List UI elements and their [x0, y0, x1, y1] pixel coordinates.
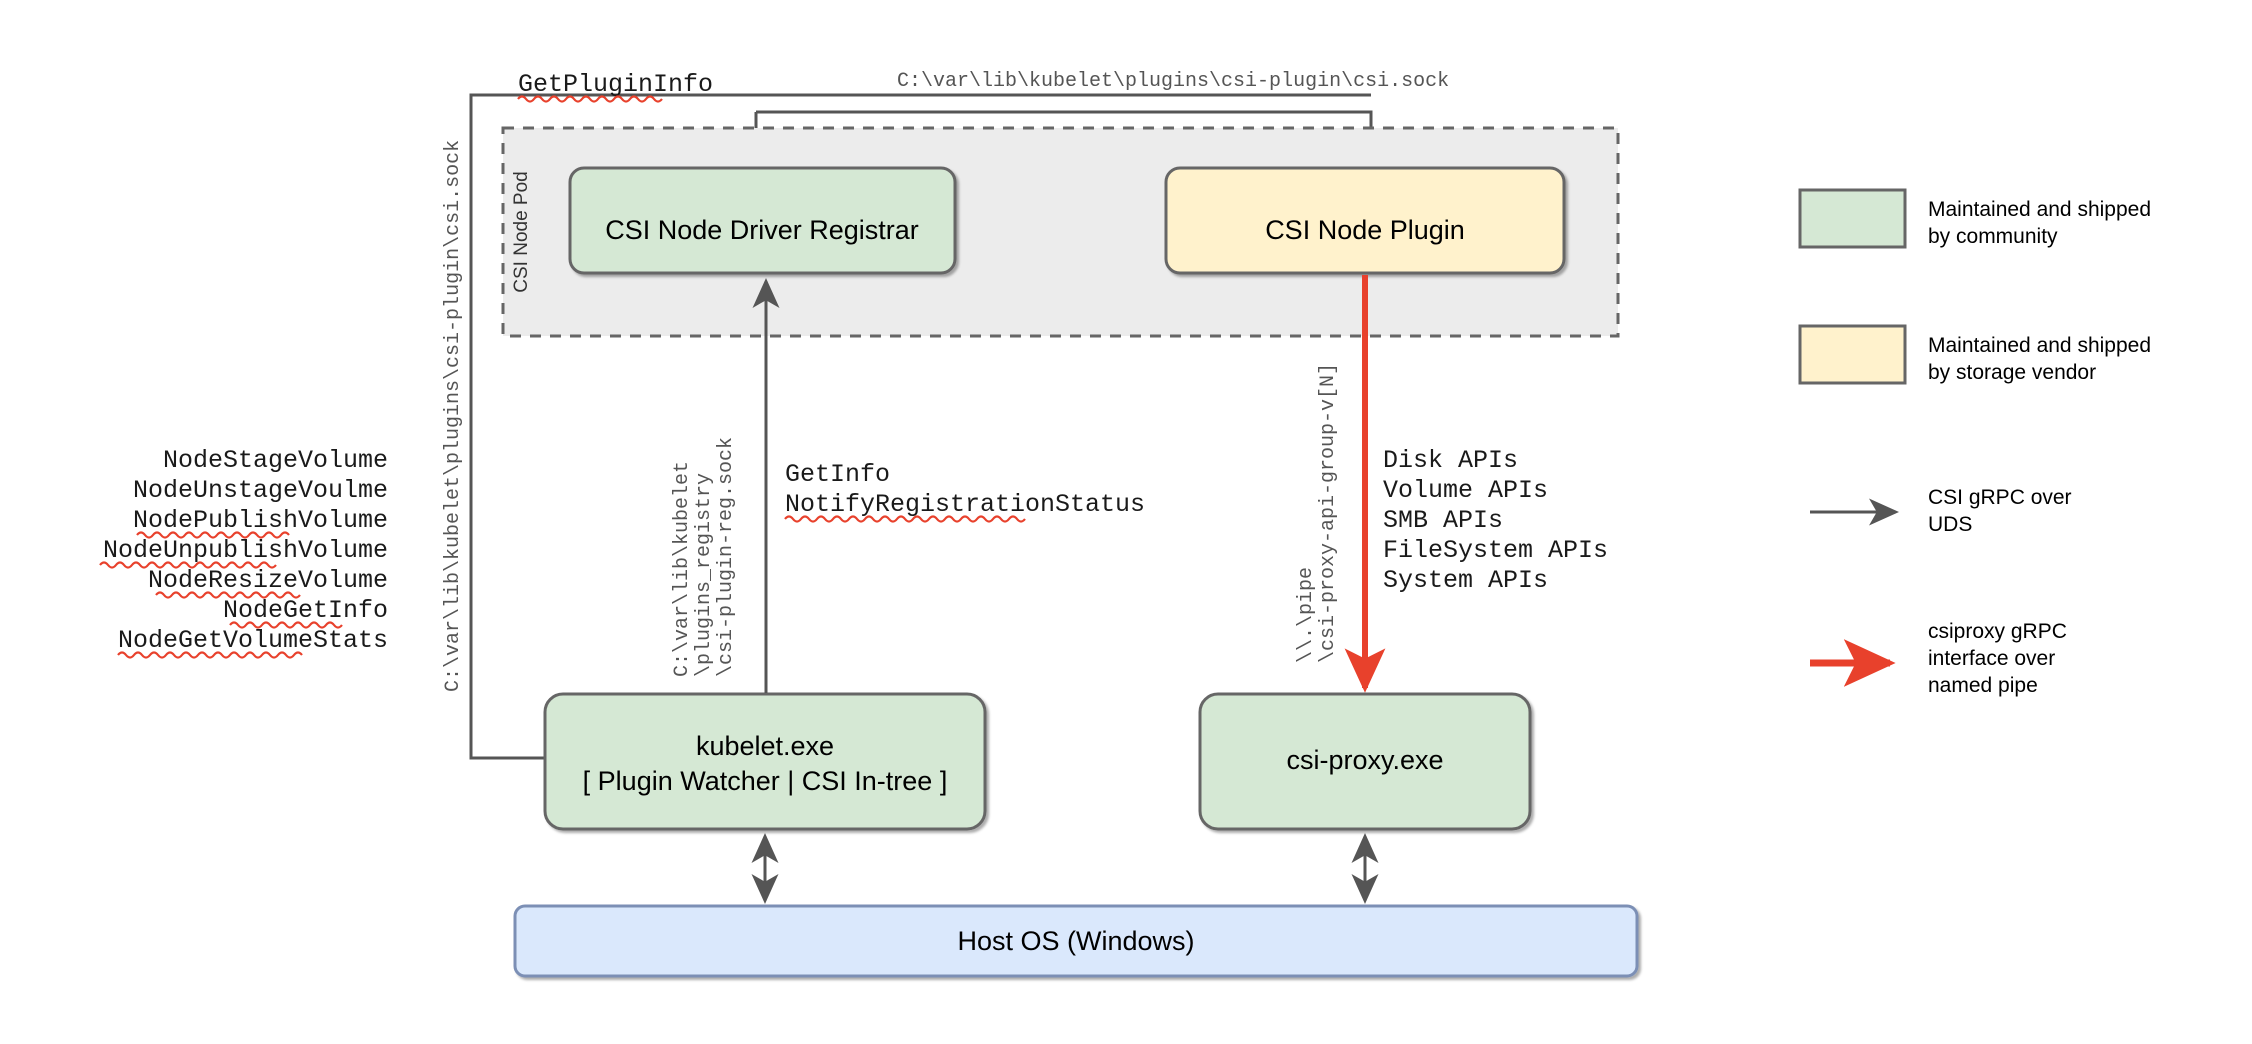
- api-volume: Volume APIs: [1383, 476, 1548, 505]
- call-node-unstage-volume: NodeUnstageVoulme: [133, 476, 388, 505]
- legend-uds-line1: CSI gRPC over: [1928, 486, 2072, 509]
- call-node-publish-volume: NodePublishVolume: [133, 506, 388, 535]
- csi-node-service-call-list: NodeStageVolume NodeUnstageVoulme NodePu…: [99, 446, 388, 659]
- legend-arrow-csi-grpc-uds: CSI gRPC over UDS: [1810, 486, 2072, 536]
- node-label-csi-node-plugin: CSI Node Plugin: [1265, 215, 1465, 245]
- node-csi-proxy-exe[interactable]: csi-proxy.exe: [1198, 692, 1532, 831]
- node-csi-node-driver-registrar[interactable]: CSI Node Driver Registrar: [568, 166, 957, 275]
- api-disk: Disk APIs: [1383, 446, 1518, 475]
- label-get-plugin-info: GetPluginInfo: [517, 70, 713, 103]
- legend-community-line1: Maintained and shipped: [1928, 198, 2151, 221]
- node-kubelet-exe[interactable]: kubelet.exe [ Plugin Watcher | CSI In-tr…: [543, 692, 987, 831]
- legend-swatch-community: Maintained and shipped by community: [1798, 188, 2151, 249]
- csi-proxy-api-list: Disk APIs Volume APIs SMB APIs FileSyste…: [1383, 446, 1608, 595]
- label-named-pipe-path: \\.\pipe \csi-proxy-api-group-v[N]: [1295, 363, 1340, 663]
- node-label-kubelet-line1: kubelet.exe: [696, 731, 834, 761]
- call-node-get-volume-stats: NodeGetVolumeStats: [118, 626, 388, 655]
- node-label-kubelet-line2: [ Plugin Watcher | CSI In-tree ]: [583, 766, 948, 796]
- legend-vendor-line1: Maintained and shipped: [1928, 334, 2151, 357]
- label-csi-sock-path-top: C:\var\lib\kubelet\plugins\csi-plugin\cs…: [897, 70, 1449, 93]
- call-node-unpublish-volume: NodeUnpublishVolume: [103, 536, 388, 565]
- label-notify-registration-status: NotifyRegistrationStatus: [785, 490, 1145, 519]
- node-label-registrar: CSI Node Driver Registrar: [605, 215, 919, 245]
- label-registry-path-line3: \csi-plugin-reg.sock: [715, 437, 738, 677]
- call-node-stage-volume: NodeStageVolume: [163, 446, 388, 475]
- label-plugins-registry-path: C:\var\lib\kubelet \plugins_registry \cs…: [671, 437, 738, 677]
- label-pipe-line1: \\.\pipe: [1295, 567, 1318, 663]
- legend-swatch-storage-vendor: Maintained and shipped by storage vendor: [1798, 324, 2151, 385]
- label-pipe-line2: \csi-proxy-api-group-v[N]: [1317, 363, 1340, 663]
- legend-uds-line2: UDS: [1928, 513, 1972, 536]
- label-csi-sock-path-top-text: C:\var\lib\kubelet\plugins\csi-plugin\cs…: [897, 70, 1449, 93]
- label-csi-sock-path-vertical: C:\var\lib\kubelet\plugins\csi-plugin\cs…: [442, 140, 465, 692]
- node-host-os[interactable]: Host OS (Windows): [513, 904, 1639, 978]
- legend-vendor-line2: by storage vendor: [1928, 361, 2096, 384]
- label-get-plugin-info-text: GetPluginInfo: [518, 70, 713, 99]
- label-get-info: GetInfo: [785, 460, 890, 489]
- legend-pipe-line1: csiproxy gRPC: [1928, 620, 2067, 643]
- node-label-csi-proxy: csi-proxy.exe: [1286, 745, 1443, 775]
- label-registration-calls: GetInfo NotifyRegistrationStatus: [784, 460, 1145, 523]
- node-csi-node-plugin[interactable]: CSI Node Plugin: [1164, 166, 1566, 275]
- api-system: System APIs: [1383, 566, 1548, 595]
- legend-community-line2: by community: [1928, 225, 2058, 248]
- csi-node-pod-label: CSI Node Pod: [511, 171, 532, 292]
- label-registry-path-line2: \plugins_registry: [693, 473, 716, 677]
- legend-arrow-csiproxy-pipe: csiproxy gRPC interface over named pipe: [1810, 620, 2067, 697]
- api-filesystem: FileSystem APIs: [1383, 536, 1608, 565]
- call-node-get-info: NodeGetInfo: [223, 596, 388, 625]
- api-smb: SMB APIs: [1383, 506, 1503, 535]
- edge-getplugininfo-route: [469, 93, 1371, 760]
- label-csi-sock-path-vertical-text: C:\var\lib\kubelet\plugins\csi-plugin\cs…: [442, 140, 465, 692]
- call-node-resize-volume: NodeResizeVolume: [148, 566, 388, 595]
- legend-pipe-line3: named pipe: [1928, 674, 2038, 697]
- label-registry-path-line1: C:\var\lib\kubelet: [671, 461, 694, 677]
- node-label-host-os: Host OS (Windows): [957, 926, 1194, 956]
- legend-pipe-line2: interface over: [1928, 647, 2055, 670]
